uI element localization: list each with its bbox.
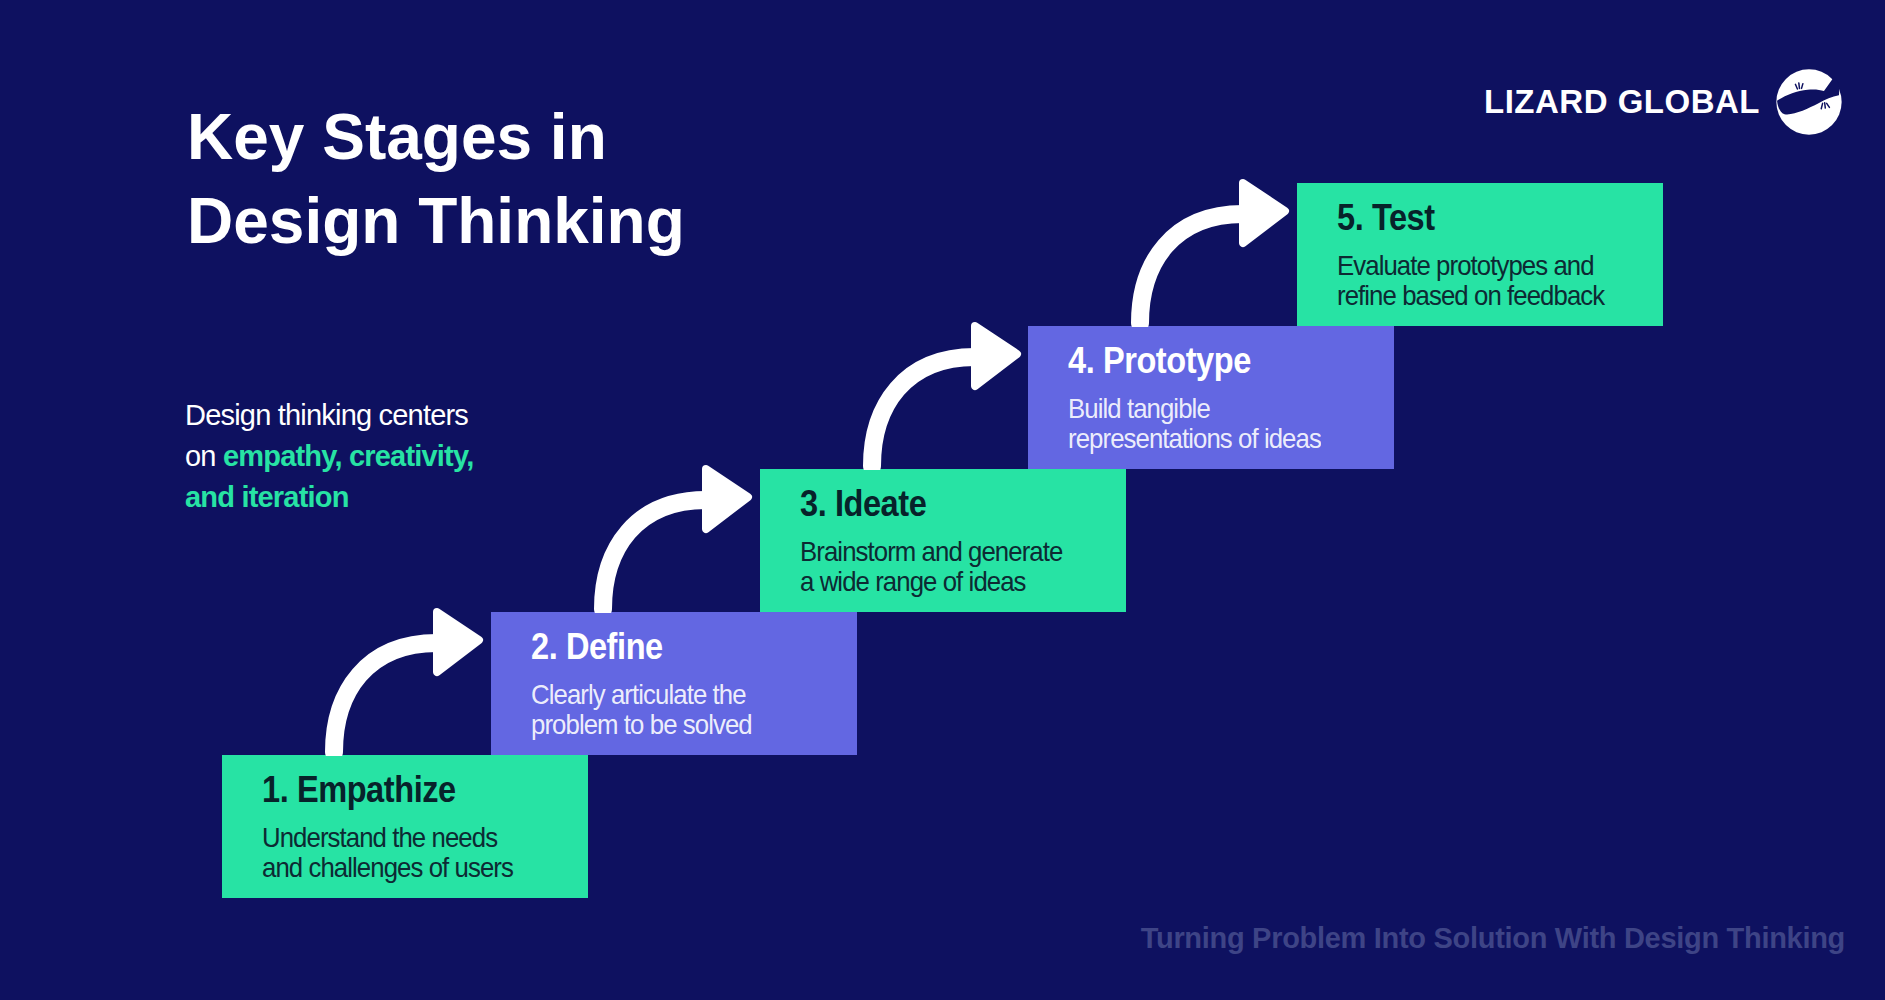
stage-title-test: 5. Test (1337, 197, 1606, 239)
footer-tagline: Turning Problem Into Solution With Desig… (1141, 922, 1845, 955)
title-line-1: Key Stages in (187, 95, 685, 179)
intro-highlight-2: and iteration (185, 477, 473, 518)
stage-box-ideate: 3. Ideate Brainstorm and generatea wide … (760, 469, 1126, 612)
stage-desc-empathize: Understand the needsand challenges of us… (262, 823, 544, 883)
stage-box-empathize: 1. Empathize Understand the needsand cha… (222, 755, 588, 898)
intro-text: Design thinking centers on empathy, crea… (185, 395, 473, 518)
lizard-logo-icon (1775, 68, 1843, 136)
intro-line-2: on empathy, creativity, (185, 436, 473, 477)
arrow-icon-4 (1131, 179, 1291, 327)
stage-desc-test: Evaluate prototypes andrefine based on f… (1337, 251, 1619, 311)
title-line-2: Design Thinking (187, 179, 685, 263)
arrow-icon-2 (594, 465, 754, 613)
intro-highlight-1: empathy, creativity, (223, 440, 473, 472)
stage-title-prototype: 4. Prototype (1068, 340, 1337, 382)
stage-title-empathize: 1. Empathize (262, 769, 531, 811)
page-title: Key Stages in Design Thinking (187, 95, 685, 263)
stage-desc-ideate: Brainstorm and generatea wide range of i… (800, 537, 1082, 597)
intro-line-1: Design thinking centers (185, 395, 473, 436)
brand-logo: LIZARD GLOBAL (1484, 68, 1843, 136)
stage-title-ideate: 3. Ideate (800, 483, 1069, 525)
stage-box-prototype: 4. Prototype Build tangiblerepresentatio… (1028, 326, 1394, 469)
brand-name: LIZARD GLOBAL (1484, 83, 1760, 121)
arrow-icon-3 (863, 322, 1023, 470)
arrow-icon-1 (325, 608, 485, 756)
stage-desc-define: Clearly articulate theproblem to be solv… (531, 680, 813, 740)
stage-box-test: 5. Test Evaluate prototypes andrefine ba… (1297, 183, 1663, 326)
stage-title-define: 2. Define (531, 626, 800, 668)
stage-box-define: 2. Define Clearly articulate theproblem … (491, 612, 857, 755)
stage-desc-prototype: Build tangiblerepresentations of ideas (1068, 394, 1350, 454)
